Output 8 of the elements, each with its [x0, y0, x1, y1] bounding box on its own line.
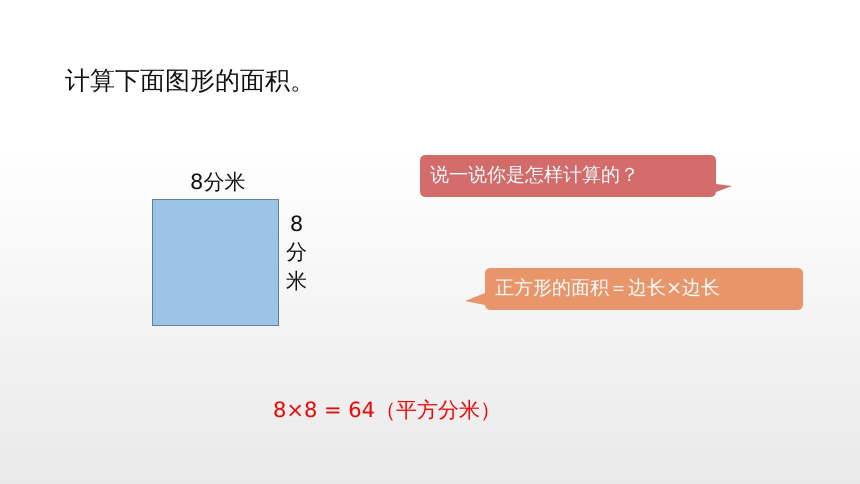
- calculation-text: 8×8 = 64（平方分米）: [273, 397, 501, 424]
- speech-bubble: [465, 267, 803, 311]
- bubble-text: 说一说你是怎样计算的？: [430, 163, 639, 187]
- dimension-label: 8分米: [190, 169, 246, 196]
- dimension-label: 8分米: [286, 211, 307, 295]
- title: 计算下面图形的面积。: [65, 65, 315, 97]
- speech-bubble: [420, 154, 732, 198]
- bubble-text: 正方形的面积＝边长×边长: [495, 276, 720, 300]
